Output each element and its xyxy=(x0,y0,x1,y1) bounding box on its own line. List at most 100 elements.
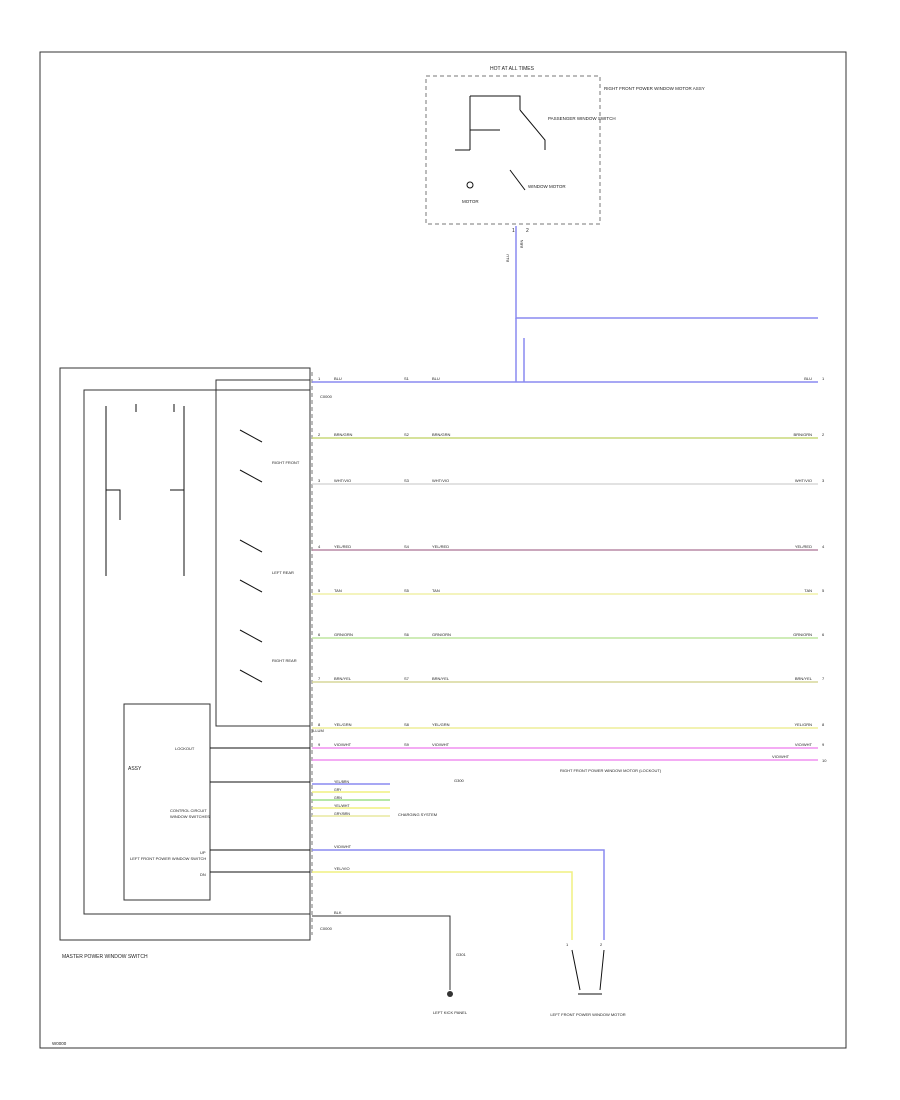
wire-color-label-mid: BLU xyxy=(432,376,440,381)
wire-color-label: WHT/VIO xyxy=(334,478,351,483)
splice-note: G300 xyxy=(454,778,465,783)
switch-label-rr: RIGHT REAR xyxy=(272,658,297,663)
wire-color-label: GRN/ORN xyxy=(334,632,353,637)
ground-wire xyxy=(312,915,451,990)
wire-color-label-mid: TAN xyxy=(432,588,440,593)
motor-symbol xyxy=(466,181,474,189)
wire-color-label: BRN/YEL xyxy=(334,676,352,681)
control-box xyxy=(123,703,211,901)
top-component-note: RIGHT FRONT POWER WINDOW MOTOR ASSY xyxy=(604,86,705,91)
wire-pin-label: 9 xyxy=(318,742,321,747)
wire-color-label-end: BLU xyxy=(804,376,812,381)
bottom-wire-color-2: YEL/VIO xyxy=(334,866,350,871)
lower-wire-color: GRN xyxy=(334,796,342,800)
switch-bank-box xyxy=(215,379,311,727)
wire-pin-label: 1 xyxy=(318,376,321,381)
wire-ref-label: 9 xyxy=(822,742,825,747)
pink-note: RIGHT FRONT POWER WINDOW MOTOR (LOCKOUT) xyxy=(560,768,662,773)
wire-pin-label: 6 xyxy=(318,632,321,637)
motor-symbol-lf xyxy=(571,949,605,995)
wire-color-label-mid: YEL/RED xyxy=(432,544,449,549)
lower-wires: YEL/BRN GRY GRN YEL/WHT GRY/BRN xyxy=(312,780,390,817)
lower-wire-color: GRY/BRN xyxy=(334,812,350,816)
top-component-box xyxy=(425,75,601,225)
pin-label-up: UP xyxy=(200,850,206,855)
wire-pin-label: 2 xyxy=(318,432,321,437)
wire-ref-label: 1 xyxy=(822,376,825,381)
extra-ref: 10 xyxy=(822,758,827,763)
top-pin-1: 1 xyxy=(512,228,515,234)
motor-label: LEFT FRONT POWER WINDOW MOTOR xyxy=(550,1012,625,1017)
module-mid-label: CONTROL CIRCUIT xyxy=(170,808,207,813)
wire-splice-label: S7 xyxy=(404,676,410,681)
wire-color-label: BLU xyxy=(334,376,342,381)
top-pin-2: 2 xyxy=(526,228,529,234)
wire-color-label-mid: BRN/YEL xyxy=(432,676,450,681)
wire-color-label: TAN xyxy=(334,588,342,593)
wire-color-label-end: VIO/WHT xyxy=(795,742,813,747)
extra-wire-color: VIO/WHT xyxy=(772,754,790,759)
wire-pin-label: 8 xyxy=(318,722,321,727)
wire-color-label-end: TAN xyxy=(804,588,812,593)
top-switch-arm xyxy=(509,169,526,191)
wire-color-label-end: WHT/VIO xyxy=(795,478,812,483)
wire-color-label-end: YEL/GRN xyxy=(794,722,812,727)
lower-wire-color: YEL/BRN xyxy=(334,780,349,784)
pin-label-lockout: LOCKOUT xyxy=(175,746,195,751)
top-switch-schematic xyxy=(455,95,546,151)
wire-pin-label: 4 xyxy=(318,544,321,549)
top-label-motor: MOTOR xyxy=(462,199,479,204)
ground-point xyxy=(447,991,453,997)
wire-splice-label: S1 xyxy=(404,376,410,381)
pin-label-illum: ILLUM xyxy=(312,728,324,733)
wire-color-label-mid: WHT/VIO xyxy=(432,478,449,483)
wire-color-label-mid: BRN/GRN xyxy=(432,432,451,437)
wire-splice-label: S4 xyxy=(404,544,410,549)
lower-wire-color: YEL/WHT xyxy=(334,804,350,808)
lower-note: CHARGING SYSTEM xyxy=(398,812,437,817)
wire-splice-label: S8 xyxy=(404,722,410,727)
top-label-window-motor: WINDOW MOTOR xyxy=(528,184,566,189)
bottom-wire-color-1: VIO/WHT xyxy=(334,844,352,849)
wire-color-label-mid: YEL/GRN xyxy=(432,722,450,727)
module-outer xyxy=(59,367,311,941)
wire-color-label: VIO/WHT xyxy=(334,742,352,747)
wire-splice-label: S9 xyxy=(404,742,410,747)
wire-ref-label: 6 xyxy=(822,632,825,637)
wire-pin-label: 7 xyxy=(318,676,321,681)
wire-ref-label: 2 xyxy=(822,432,825,437)
wire-pin-label: 5 xyxy=(318,588,321,593)
connector-bottom: C0000 xyxy=(320,926,333,931)
connector-top: C0000 xyxy=(320,394,333,399)
wire-color-label-end: BRN/GRN xyxy=(794,432,813,437)
top-component: HOT AT ALL TIMES RIGHT FRONT POWER WINDO… xyxy=(425,66,705,262)
ground-ref: G301 xyxy=(456,952,467,957)
footer-id: W0000 xyxy=(52,1041,67,1046)
control-leads xyxy=(210,747,310,873)
top-wire-color-1: BLU xyxy=(505,254,510,262)
motor-pin-1: 1 xyxy=(566,942,569,947)
wire-color-label: YEL/GRN xyxy=(334,722,352,727)
wire-color-label-end: GRN/ORN xyxy=(793,632,812,637)
feed-wire-drop xyxy=(515,318,525,382)
wire-color-label-mid: GRN/ORN xyxy=(432,632,451,637)
wire-ref-label: 3 xyxy=(822,478,825,483)
ground-wire-color: BLK xyxy=(334,910,342,915)
module-inner xyxy=(83,389,311,915)
master-switch-module: MASTER POWER WINDOW SWITCH C0000 C0000 A… xyxy=(59,367,333,960)
wire-color-label-end: BRN/YEL xyxy=(795,676,813,681)
inner-switch-schematic xyxy=(105,404,185,576)
switch-label-rf: RIGHT FRONT xyxy=(272,460,300,465)
switch-label-lr: LEFT REAR xyxy=(272,570,294,575)
wire-pin-label: 3 xyxy=(318,478,321,483)
ground-label: LEFT KICK PANEL xyxy=(433,1010,468,1015)
lower-wire-color: GRY xyxy=(334,788,342,792)
module-inner-label: ASSY xyxy=(128,766,142,772)
top-wire-color-2: BRN xyxy=(519,239,524,248)
wire-color-label: YEL/RED xyxy=(334,544,351,549)
wire-color-label-end: YEL/RED xyxy=(795,544,812,549)
wire-color-label: BRN/GRN xyxy=(334,432,353,437)
diagram-border xyxy=(39,51,847,1049)
